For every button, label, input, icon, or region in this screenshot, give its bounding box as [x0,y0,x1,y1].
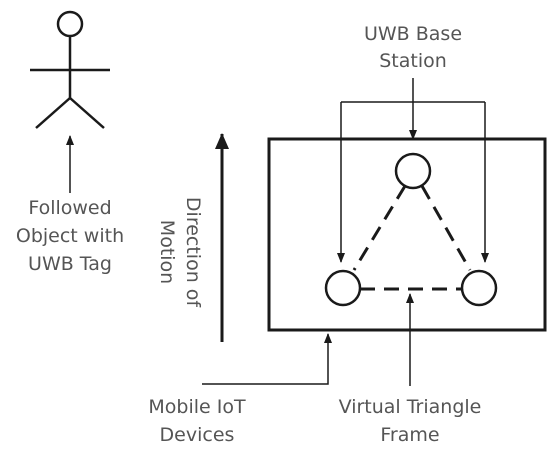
base-station-label-line2: Station [379,50,447,72]
stick-figure-icon [30,10,110,129]
followed-object-label-line3: UWB Tag [28,253,112,275]
mobile-iot-arrow [202,333,332,385]
direction-label-line2: Motion [156,220,178,284]
virtual-triangle-label-line1: Virtual Triangle [339,396,482,418]
base-station-arrows [337,78,489,263]
mobile-iot-label-line2: Devices [160,424,235,446]
virtual-triangle-label-line2: Frame [380,424,439,446]
base-station-node-left [324,269,362,307]
direction-label-line1: Direction of [182,197,204,308]
base-station-node-right [460,269,498,307]
mobile-iot-device-frame [267,137,547,332]
mobile-iot-label-line1: Mobile IoT [148,396,246,418]
base-station-node-top [394,152,432,190]
base-station-label-line1: UWB Base [364,23,462,45]
followed-object-label-line1: Followed [28,197,111,219]
followed-object-label-line2: Object with [16,225,124,247]
virtual-triangle-frame [352,185,472,291]
